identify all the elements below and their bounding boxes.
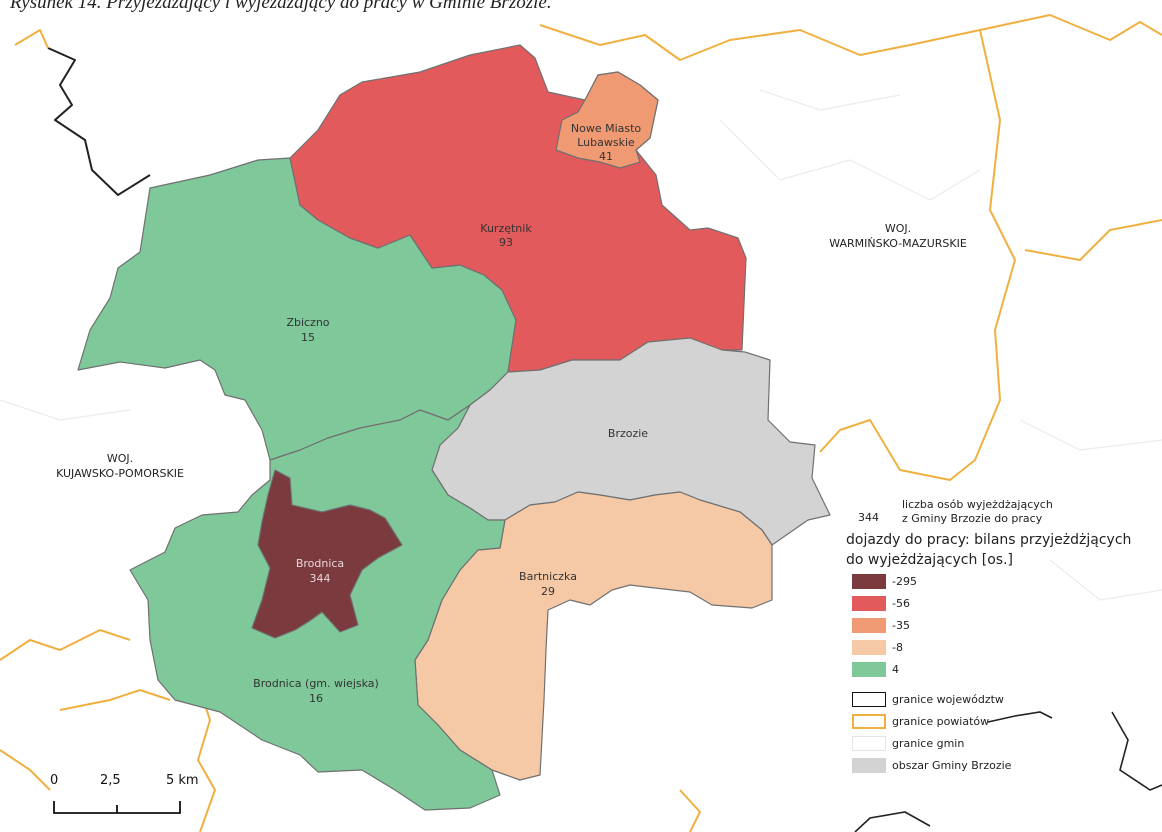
legend-title-line1: dojazdy do pracy: bilans przyjeżdżjących <box>846 532 1132 548</box>
legend-title-line2: do wyjeżdżających [os.] <box>846 552 1014 568</box>
voivodeship-border-right <box>1111 711 1162 791</box>
legend-class-swatch <box>852 573 886 589</box>
legend-row-voivodeship: granice województw <box>846 688 1158 710</box>
label-kurzetnik-value: 93 <box>499 236 513 249</box>
legend-row-gmina: granice gmin <box>846 732 1158 754</box>
legend-label-county: granice powiatów <box>892 714 990 728</box>
label-zbiczno: Zbiczno <box>286 316 329 329</box>
label-kurzetnik: Kurzętnik <box>480 222 532 235</box>
legend-class-row: 4 <box>846 658 1158 680</box>
legend-class-row: -56 <box>846 592 1158 614</box>
legend-class-swatch <box>852 595 886 611</box>
legend-label-gmina: granice gmin <box>892 736 965 750</box>
swatch-gmina <box>852 735 886 751</box>
legend-note-line2: z Gminy Brzozie do pracy <box>902 512 1043 525</box>
legend-classes: -295 -56 -35 -8 4 <box>846 570 1158 680</box>
legend-class-label: -295 <box>892 574 917 588</box>
legend-class-label: -35 <box>892 618 910 632</box>
scale-bar-line <box>53 801 181 814</box>
label-brzozie: Brzozie <box>608 427 648 440</box>
legend-class-swatch <box>852 661 886 677</box>
legend-class-row: -35 <box>846 614 1158 636</box>
legend-class-label: -8 <box>892 640 903 654</box>
label-nowe-miasto-line1: Nowe Miasto <box>571 122 642 135</box>
scale-label-5km: 5 km <box>166 773 199 788</box>
scale-label-2-5: 2,5 <box>100 773 121 788</box>
legend-note: 344 liczba osób wyjeżdżających z Gminy B… <box>846 498 1158 526</box>
legend-label-voivodeship: granice województw <box>892 692 1004 706</box>
gmina-borders <box>0 89 1162 601</box>
region-brodnica <box>251 469 403 639</box>
legend-class-label: -56 <box>892 596 910 610</box>
legend-sample-number: 344 <box>858 511 879 524</box>
label-woj-kujawsko: WOJ. <box>107 452 133 465</box>
legend-row-county: granice powiatów <box>846 710 1158 732</box>
label-zbiczno-value: 15 <box>301 331 315 344</box>
legend-class-swatch <box>852 617 886 633</box>
label-bartniczka-value: 29 <box>541 585 555 598</box>
scale-label-0: 0 <box>50 773 59 788</box>
legend-note-line1: liczba osób wyjeżdżających <box>902 498 1053 511</box>
label-nowe-miasto-value: 41 <box>599 150 613 163</box>
label-bartniczka: Bartniczka <box>519 570 577 583</box>
label-brodnica-gm: Brodnica (gm. wiejska) <box>253 677 379 690</box>
swatch-area <box>852 757 886 773</box>
label-woj-kujawsko-name: KUJAWSKO-POMORSKIE <box>56 467 184 480</box>
legend-label-area: obszar Gminy Brzozie <box>892 758 1012 772</box>
region-nowe-miasto <box>555 71 659 169</box>
legend: 344 liczba osób wyjeżdżających z Gminy B… <box>846 498 1158 776</box>
voivodeship-border <box>47 47 151 196</box>
label-brodnica-value: 344 <box>310 572 331 585</box>
scale-bar: 0 2,5 5 km <box>40 773 210 817</box>
label-woj-warminsko-name: WARMIŃSKO-MAZURSKIE <box>829 237 967 250</box>
figure-caption: Rysunek 14. Przyjeżdżający i wyjeżdżając… <box>10 0 552 13</box>
swatch-voivodeship <box>852 691 886 707</box>
legend-row-area: obszar Gminy Brzozie <box>846 754 1158 776</box>
label-woj-warminsko: WOJ. <box>885 222 911 235</box>
legend-class-label: 4 <box>892 662 899 676</box>
label-brodnica-gm-value: 16 <box>309 692 323 705</box>
legend-title: dojazdy do pracy: bilans przyjeżdżjących… <box>846 530 1158 570</box>
label-nowe-miasto-line2: Lubawskie <box>577 136 635 149</box>
legend-class-swatch <box>852 639 886 655</box>
voivodeship-border-legend <box>987 711 1053 723</box>
voivodeship-border-bottom <box>854 811 931 832</box>
legend-class-row: -295 <box>846 570 1158 592</box>
swatch-county <box>852 713 886 729</box>
label-brodnica: Brodnica <box>296 557 344 570</box>
legend-class-row: -8 <box>846 636 1158 658</box>
county-borders <box>0 14 1162 832</box>
